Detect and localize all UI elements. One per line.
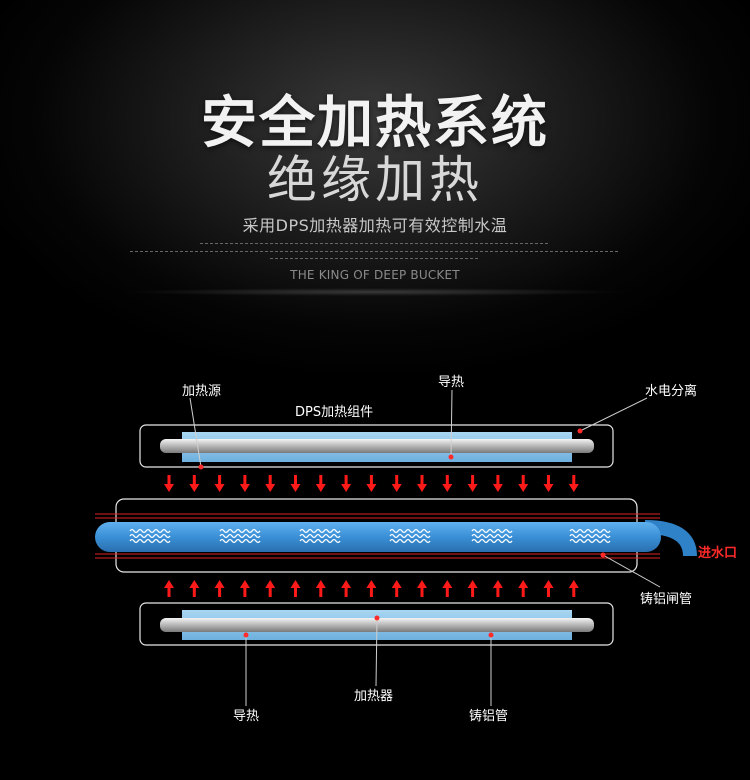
heat-arrow-up: [543, 580, 554, 597]
heat-arrow-down: [442, 475, 453, 492]
heat-arrow-down: [341, 475, 352, 492]
heat-arrow-down: [492, 475, 503, 492]
water-wave: [219, 528, 261, 534]
heat-arrow-up: [518, 580, 529, 597]
pin-conduction-bottom: [243, 632, 249, 638]
water-wave: [389, 533, 431, 539]
tagline: THE KING OF DEEP BUCKET: [290, 268, 460, 282]
water-wave: [389, 528, 431, 534]
heat-arrow-down: [417, 475, 427, 492]
page-subtitle: 绝缘加热: [267, 151, 483, 209]
heat-arrows-up: [164, 580, 579, 597]
heat-arrow-up: [341, 580, 352, 597]
water-wave: [569, 528, 611, 534]
heat-arrow-down: [467, 475, 478, 492]
page-title: 安全加热系统: [201, 91, 549, 156]
label-water-inlet: 进水口: [698, 545, 737, 561]
decorative-text-line: [130, 251, 620, 252]
heat-arrow-up: [315, 580, 326, 597]
water-wave: [129, 538, 171, 544]
heat-arrow-down: [265, 475, 276, 492]
heat-arrow-up: [265, 580, 276, 597]
pin-water-electric: [577, 428, 583, 434]
heat-arrow-up: [492, 580, 503, 597]
water-wave: [129, 528, 171, 534]
label-cast-aluminum-gate-tube: 铸铝闸管: [640, 591, 692, 607]
heat-arrow-down: [315, 475, 326, 492]
label-conduction-bottom: 导热: [233, 709, 259, 724]
water-wave: [299, 528, 341, 534]
pin-conduction-top: [448, 454, 454, 460]
heat-arrow-down: [543, 475, 554, 492]
page-description: 采用DPS加热器加热可有效控制水温: [242, 216, 508, 235]
pin-gate-tube: [600, 552, 606, 558]
heat-arrow-down: [214, 475, 225, 492]
heat-arrow-up: [189, 580, 200, 597]
pin-heat-source: [198, 464, 204, 470]
leader-conduction-top: [450, 389, 453, 458]
water-wave: [299, 538, 341, 544]
label-water-electric-separation: 水电分离: [645, 383, 697, 399]
leader-gate-tube: [602, 554, 661, 588]
heat-arrow-down: [239, 475, 250, 492]
water-wave: [471, 528, 513, 534]
heat-arrow-down: [518, 475, 529, 492]
heat-arrow-up: [290, 580, 301, 597]
heat-arrow-up: [366, 580, 377, 597]
heat-arrow-down: [391, 475, 402, 492]
heat-arrow-down: [164, 475, 174, 492]
heat-arrow-up: [164, 580, 174, 597]
pin-aluminum-tube: [488, 632, 494, 638]
water-wave: [569, 533, 611, 539]
water-wave: [219, 533, 261, 539]
leader-heater: [375, 617, 378, 687]
water-wave: [129, 533, 171, 539]
heat-arrow-up: [467, 580, 478, 597]
water-wave: [569, 538, 611, 544]
water-waves: [129, 528, 611, 544]
leader-water-electric: [579, 397, 648, 432]
water-wave: [471, 538, 513, 544]
heat-arrow-down: [366, 475, 377, 492]
water-wave: [389, 538, 431, 544]
heat-arrow-up: [239, 580, 250, 597]
water-wave: [219, 538, 261, 544]
label-dps-assembly: DPS加热组件: [295, 405, 373, 420]
heat-arrow-up: [391, 580, 402, 597]
top-heater-frame: [139, 424, 614, 468]
header-glow-line: [120, 288, 630, 296]
label-heater: 加热器: [354, 689, 393, 704]
heat-arrow-down: [568, 475, 579, 492]
pin-heater: [374, 615, 380, 621]
heat-arrow-down: [290, 475, 301, 492]
water-wave: [471, 533, 513, 539]
label-heat-source: 加热源: [182, 384, 221, 399]
heat-arrows-down: [164, 475, 579, 492]
heat-arrow-up: [442, 580, 453, 597]
decorative-text-line: [200, 243, 550, 244]
decorative-text-line: [270, 258, 480, 259]
label-conduction-top: 导热: [438, 375, 464, 390]
leader-heat-source: [189, 397, 202, 468]
label-cast-aluminum-tube: 铸铝管: [469, 708, 508, 724]
heat-arrow-up: [568, 580, 579, 597]
heat-arrow-up: [214, 580, 225, 597]
heat-arrow-down: [189, 475, 200, 492]
water-wave: [299, 533, 341, 539]
top-heater-rod: [160, 439, 594, 453]
heat-arrow-up: [417, 580, 427, 597]
